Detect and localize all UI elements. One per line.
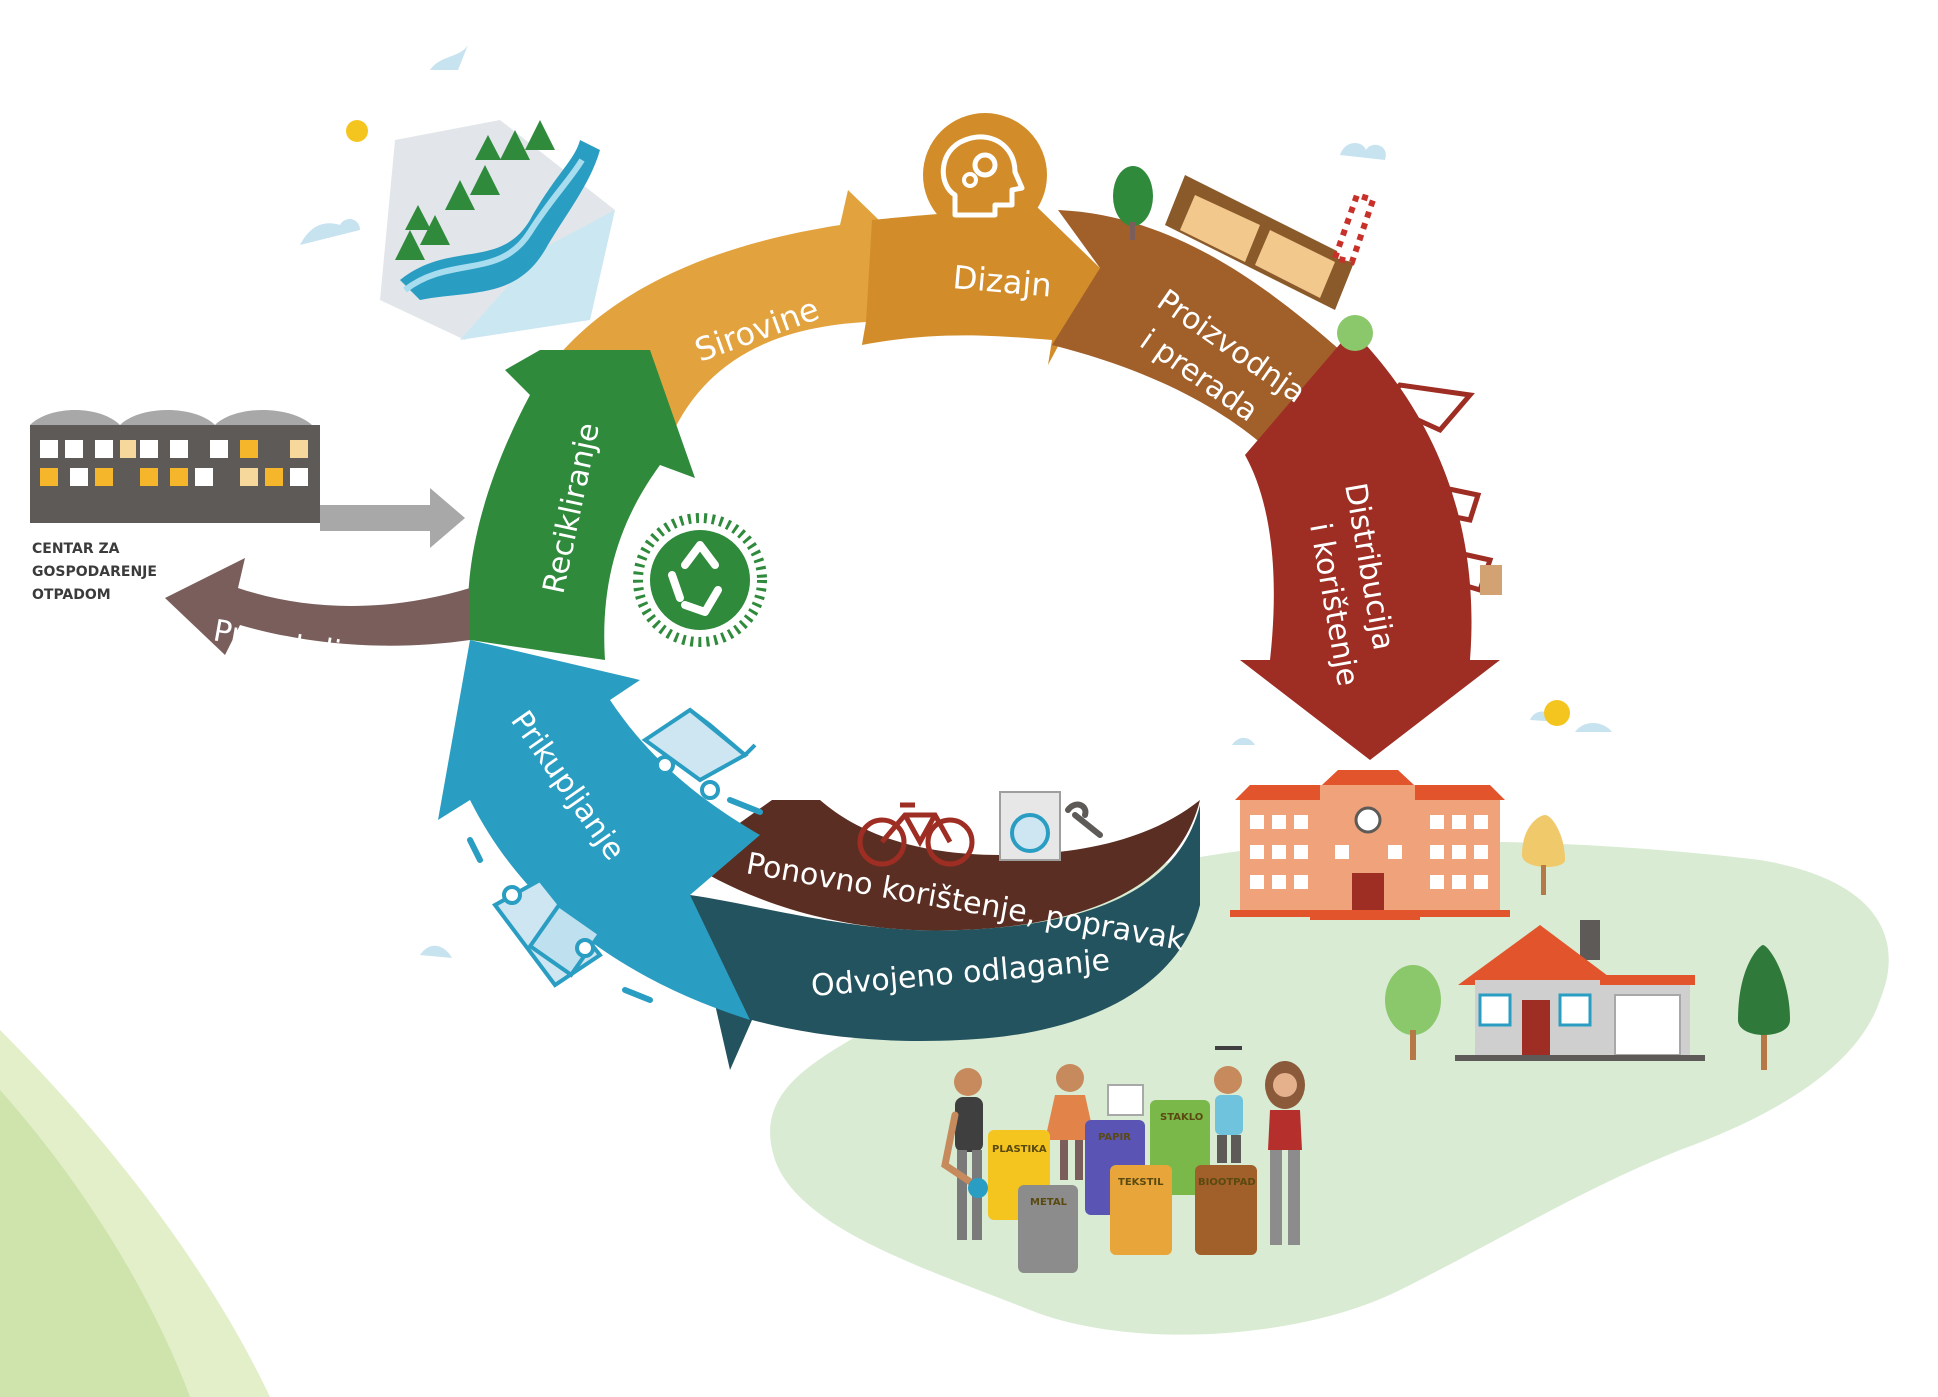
- shopping-carts-icon: [1377, 382, 1494, 662]
- waste-center-building: [30, 410, 320, 523]
- garbage-truck-icon-1: [641, 707, 763, 815]
- recikliranje-arrow: [468, 350, 695, 660]
- tree-icon-1: [1522, 815, 1565, 895]
- house-icon: [1455, 920, 1705, 1061]
- preostali-arrow: [165, 558, 470, 655]
- tree-icon-2: [1385, 965, 1441, 1060]
- bin-metal-label: METAL: [1030, 1197, 1068, 1208]
- design-head-icon: [923, 113, 1047, 237]
- wrench-icon: [1065, 801, 1103, 838]
- sun-icon: [1544, 700, 1570, 726]
- background-swoosh-inner: [0, 1090, 190, 1397]
- distribucija-arrow: [1240, 330, 1500, 760]
- waste-center-label-3: OTPADOM: [32, 587, 111, 603]
- person-4-icon: [1265, 1061, 1305, 1245]
- dizajn-arrow: [862, 205, 1100, 365]
- cardboard-box-icon: [1480, 565, 1502, 595]
- bin-staklo-label: STAKLO: [1160, 1112, 1203, 1123]
- bin-biootpad: BIOOTPAD: [1195, 1165, 1257, 1255]
- bin-metal: METAL: [1018, 1185, 1078, 1273]
- bicycle-icon: [857, 802, 975, 867]
- waste-center-label-1: CENTAR ZA: [32, 541, 120, 557]
- person-3-icon: [1214, 1046, 1243, 1163]
- bin-tekstil: TEKSTIL: [1110, 1165, 1172, 1255]
- bin-papir-label: PAPIR: [1098, 1132, 1131, 1143]
- waste-center-label-2: GOSPODARENJE: [32, 564, 157, 580]
- tree-icon-3: [1738, 945, 1790, 1070]
- person-1-icon: [941, 1068, 988, 1240]
- school-building-icon: [1230, 770, 1510, 920]
- prikupljanje-arrow: [438, 640, 760, 1020]
- garbage-truck-icon-2: [467, 837, 653, 1003]
- bin-biootpad-label: BIOOTPAD: [1198, 1177, 1256, 1188]
- recycle-badge-icon: [633, 513, 767, 647]
- odvojeno-arrow: [690, 805, 1200, 1070]
- bin-plastika-label: PLASTIKA: [992, 1144, 1047, 1155]
- mountain-forest-illustration: [346, 120, 615, 340]
- washing-machine-icon: [999, 791, 1061, 861]
- to-waste-center-arrow: [320, 488, 465, 548]
- factory-icon: [1113, 166, 1377, 351]
- person-2-icon: [1045, 1064, 1144, 1180]
- label-dizajn: Dizajn: [951, 258, 1053, 304]
- cloud-icons: [300, 45, 1612, 958]
- ponovno-arrow: [660, 800, 1200, 931]
- bin-tekstil-label: TEKSTIL: [1118, 1177, 1164, 1188]
